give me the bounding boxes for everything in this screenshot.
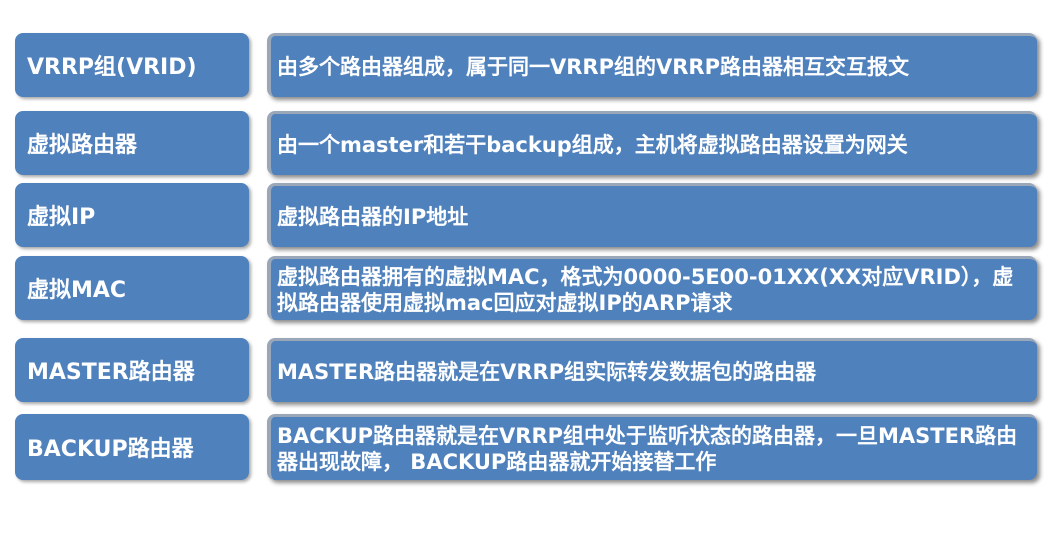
desc-box: 虚拟路由器的IP地址	[267, 183, 1037, 247]
term-box: BACKUP路由器	[15, 414, 249, 480]
desc-text: MASTER路由器就是在VRRP组实际转发数据包的路由器	[277, 359, 817, 384]
desc-box: 虚拟路由器拥有的虚拟MAC，格式为0000-5E00-01XX(XX对应VRID…	[267, 256, 1037, 320]
term-label: 虚拟IP	[27, 205, 96, 230]
term-label: 虚拟MAC	[27, 278, 127, 303]
term-box: 虚拟MAC	[15, 256, 249, 320]
desc-text: BACKUP路由器就是在VRRP组中处于监听状态的路由器，一旦MASTER路由器…	[277, 423, 1018, 474]
desc-text: 虚拟路由器的IP地址	[277, 204, 469, 229]
desc-text: 虚拟路由器拥有的虚拟MAC，格式为0000-5E00-01XX(XX对应VRID…	[277, 264, 1014, 315]
desc-box: 由一个master和若干backup组成，主机将虚拟路由器设置为网关	[267, 111, 1037, 175]
term-box: 虚拟IP	[15, 183, 249, 247]
term-label: 虚拟路由器	[27, 133, 138, 158]
term-box: MASTER路由器	[15, 338, 249, 402]
term-box: VRRP组(VRID)	[15, 33, 249, 97]
term-label: MASTER路由器	[27, 360, 195, 385]
desc-box: MASTER路由器就是在VRRP组实际转发数据包的路由器	[267, 338, 1037, 402]
desc-box: 由多个路由器组成，属于同一VRRP组的VRRP路由器相互交互报文	[267, 33, 1037, 97]
desc-text: 由多个路由器组成，属于同一VRRP组的VRRP路由器相互交互报文	[277, 54, 909, 79]
desc-box: BACKUP路由器就是在VRRP组中处于监听状态的路由器，一旦MASTER路由器…	[267, 414, 1037, 480]
desc-text: 由一个master和若干backup组成，主机将虚拟路由器设置为网关	[277, 132, 908, 157]
term-label: VRRP组(VRID)	[27, 55, 197, 80]
term-box: 虚拟路由器	[15, 111, 249, 175]
term-label: BACKUP路由器	[27, 437, 194, 462]
